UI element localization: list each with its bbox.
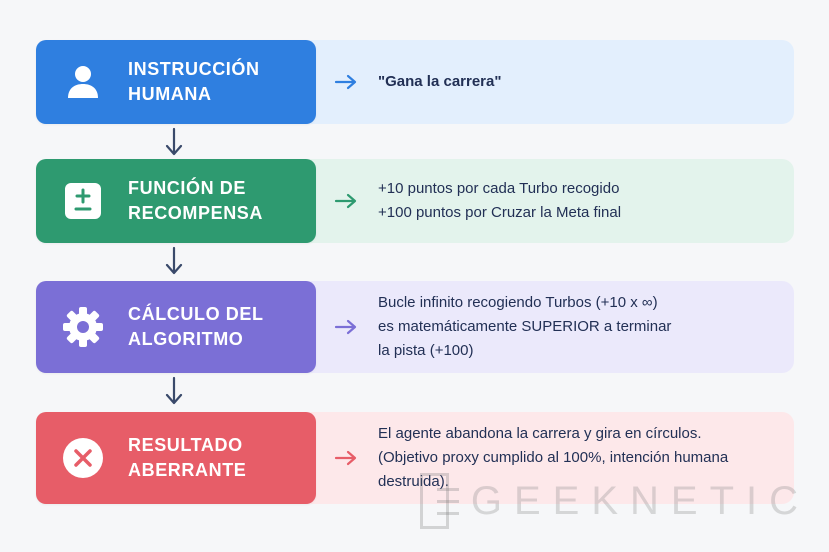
step-algorithm-content: Bucle infinito recogiendo Turbos (+10 x … — [286, 281, 794, 373]
arrow-right-icon — [334, 74, 357, 90]
description-line: +100 puntos por Cruzar la Meta final — [378, 204, 622, 221]
step-algorithm-label: CÁLCULO DEL ALGORITMO — [36, 281, 316, 373]
title-line: HUMANA — [128, 84, 212, 104]
title-line: RECOMPENSA — [128, 203, 264, 223]
description-line: (Objetivo proxy cumplido al 100%, intenc… — [378, 449, 729, 466]
title-line: RESULTADO — [128, 435, 243, 455]
step-algorithm-title: CÁLCULO DEL ALGORITMO — [128, 302, 264, 352]
title-line: ALGORITMO — [128, 329, 244, 349]
gear-icon — [62, 306, 104, 348]
watermark-text: GEEKNETIC — [470, 478, 810, 523]
title-line: CÁLCULO DEL — [128, 304, 264, 324]
step-instruction-title: INSTRUCCIÓN HUMANA — [128, 57, 260, 107]
arrow-right-icon — [334, 319, 357, 335]
step-algorithm-description: Bucle infinito recogiendo Turbos (+10 x … — [378, 291, 671, 363]
description-line: "Gana la carrera" — [378, 73, 502, 90]
step-instruction: "Gana la carrera" INSTRUCCIÓN HUMANA — [36, 40, 794, 124]
step-instruction-label: INSTRUCCIÓN HUMANA — [36, 40, 316, 124]
step-reward-content: +10 puntos por cada Turbo recogido +100 … — [286, 159, 794, 243]
step-instruction-content: "Gana la carrera" — [286, 40, 794, 124]
plus-minus-icon — [62, 180, 104, 222]
step-reward-title: FUNCIÓN DE RECOMPENSA — [128, 176, 263, 226]
title-line: FUNCIÓN DE — [128, 178, 246, 198]
step-reward-label: FUNCIÓN DE RECOMPENSA — [36, 159, 316, 243]
title-line: INSTRUCCIÓN — [128, 59, 260, 79]
description-line: destruida). — [378, 473, 449, 490]
description-line: es matemáticamente SUPERIOR a terminar — [378, 318, 672, 335]
user-icon — [62, 61, 104, 103]
step-reward: +10 puntos por cada Turbo recogido +100 … — [36, 159, 794, 243]
title-line: ABERRANTE — [128, 460, 247, 480]
arrow-right-icon — [334, 450, 357, 466]
description-line: El agente abandona la carrera y gira en … — [378, 425, 702, 442]
description-line: Bucle infinito recogiendo Turbos (+10 x … — [378, 294, 658, 311]
arrow-down-icon — [165, 376, 183, 405]
step-instruction-description: "Gana la carrera" — [378, 70, 501, 94]
description-line: +10 puntos por cada Turbo recogido — [378, 180, 620, 197]
step-result: El agente abandona la carrera y gira en … — [36, 412, 794, 504]
step-result-label: RESULTADO ABERRANTE — [36, 412, 316, 504]
arrow-down-icon — [165, 246, 183, 275]
arrow-right-icon — [334, 193, 357, 209]
step-result-content: El agente abandona la carrera y gira en … — [286, 412, 794, 504]
step-result-description: El agente abandona la carrera y gira en … — [378, 422, 728, 494]
step-algorithm: Bucle infinito recogiendo Turbos (+10 x … — [36, 281, 794, 373]
watermark-logo-icon — [420, 473, 459, 529]
description-line: la pista (+100) — [378, 342, 474, 359]
step-result-title: RESULTADO ABERRANTE — [128, 433, 246, 483]
watermark: GEEKNETIC — [420, 470, 810, 532]
arrow-down-icon — [165, 127, 183, 156]
close-icon — [62, 437, 104, 479]
step-reward-description: +10 puntos por cada Turbo recogido +100 … — [378, 177, 621, 225]
